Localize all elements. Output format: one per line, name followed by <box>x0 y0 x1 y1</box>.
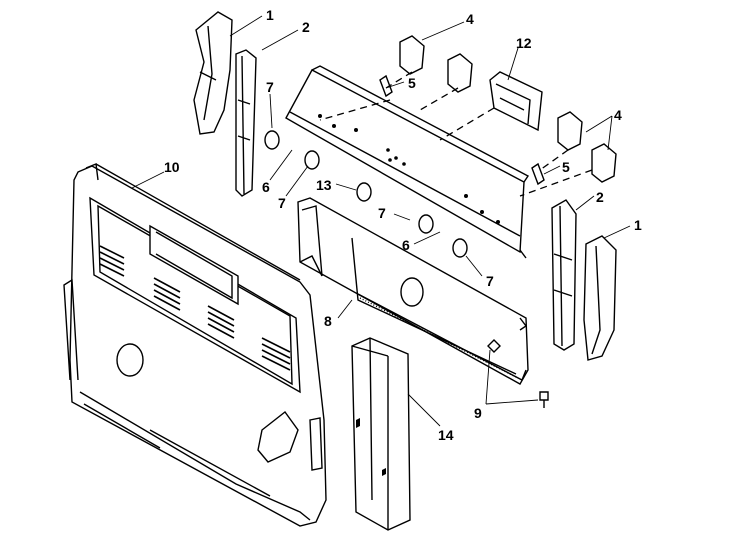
vent-slots <box>99 245 291 371</box>
callout-6-left: 6 <box>262 179 270 195</box>
part-left-endcap <box>193 11 257 197</box>
part-rear-panel <box>63 163 327 527</box>
knob-holes <box>318 114 500 224</box>
callout-labels: 1 2 4 12 5 7 6 7 13 10 4 5 2 1 7 6 7 8 9… <box>164 7 642 443</box>
leader-lines <box>131 15 631 427</box>
callout-1-right: 1 <box>634 217 642 233</box>
callout-4-top: 4 <box>466 11 474 27</box>
part-console-panel <box>285 65 530 254</box>
callout-12: 12 <box>516 35 532 51</box>
callout-14: 14 <box>438 427 454 443</box>
callout-5-top: 5 <box>408 75 416 91</box>
callout-8: 8 <box>324 313 332 329</box>
part-right-endcap <box>551 199 617 361</box>
callout-9: 9 <box>474 405 482 421</box>
callout-2-right: 2 <box>596 189 604 205</box>
callout-7-right: 7 <box>486 273 494 289</box>
callout-5-right: 5 <box>562 159 570 175</box>
callout-7-center: 7 <box>378 205 386 221</box>
part-side-channel <box>351 337 411 531</box>
callout-13: 13 <box>316 177 332 193</box>
callout-7-left-lower: 7 <box>278 195 286 211</box>
callout-1-top: 1 <box>266 7 274 23</box>
part-switches <box>319 35 617 197</box>
part-lower-frame <box>297 197 529 385</box>
part-screws <box>487 339 549 408</box>
callout-10: 10 <box>164 159 180 175</box>
callout-4-right: 4 <box>614 107 622 123</box>
control-knobs <box>264 130 468 258</box>
callout-6-center: 6 <box>402 237 410 253</box>
callout-7-left: 7 <box>266 79 274 95</box>
callout-2-top: 2 <box>302 19 310 35</box>
